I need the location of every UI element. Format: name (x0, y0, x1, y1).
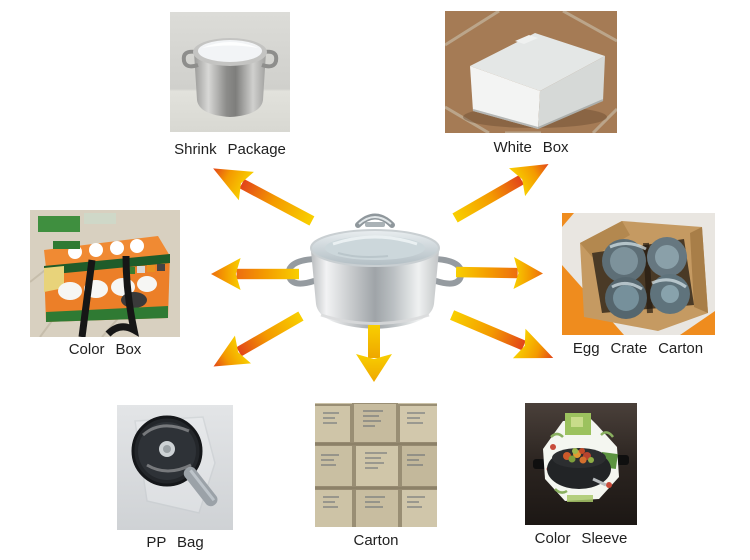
option-label-egg-crate-carton: Egg Crate Carton (572, 340, 704, 357)
casserole-illustration (285, 213, 465, 329)
option-label-color-sleeve: Color Sleeve (534, 530, 628, 547)
egg-crate-carton-illustration (561, 213, 715, 335)
carton-illustration (312, 402, 440, 530)
arrow-left-icon (211, 257, 299, 291)
arrow-down-right-icon (445, 299, 560, 373)
option-color-box: Color Box (25, 210, 185, 358)
white-box-illustration (444, 9, 619, 135)
shrink-package-photo (170, 12, 290, 132)
shrink-package-illustration (170, 12, 290, 132)
color-sleeve-illustration (525, 403, 637, 525)
arrow-down-icon (354, 325, 394, 382)
option-pp-bag: PP Bag (117, 405, 233, 551)
pp-bag-photo (117, 405, 233, 530)
color-box-photo (29, 210, 180, 338)
option-label-carton: Carton (353, 532, 399, 549)
white-box-photo (444, 9, 619, 135)
arrow-right-icon (455, 255, 544, 291)
color-box-illustration (29, 210, 180, 338)
option-label-white-box: White Box (493, 139, 569, 156)
color-sleeve-photo (525, 403, 637, 525)
option-carton: Carton (312, 402, 440, 549)
arrow-up-right-icon (447, 149, 558, 232)
option-shrink-package: Shrink Package (168, 12, 292, 158)
arrow-down-left-icon (205, 301, 309, 381)
pp-bag-illustration (117, 405, 233, 530)
option-label-shrink-package: Shrink Package (174, 141, 286, 158)
option-white-box: White Box (444, 9, 619, 156)
product-photo-casserole (278, 207, 472, 343)
egg-crate-carton-photo (561, 213, 715, 335)
option-label-pp-bag: PP Bag (146, 534, 204, 551)
arrow-up-left-icon (205, 153, 320, 236)
option-label-color-box: Color Box (68, 341, 142, 358)
option-egg-crate-carton: Egg Crate Carton (558, 213, 718, 357)
option-color-sleeve: Color Sleeve (521, 403, 641, 547)
carton-photo (312, 402, 440, 530)
